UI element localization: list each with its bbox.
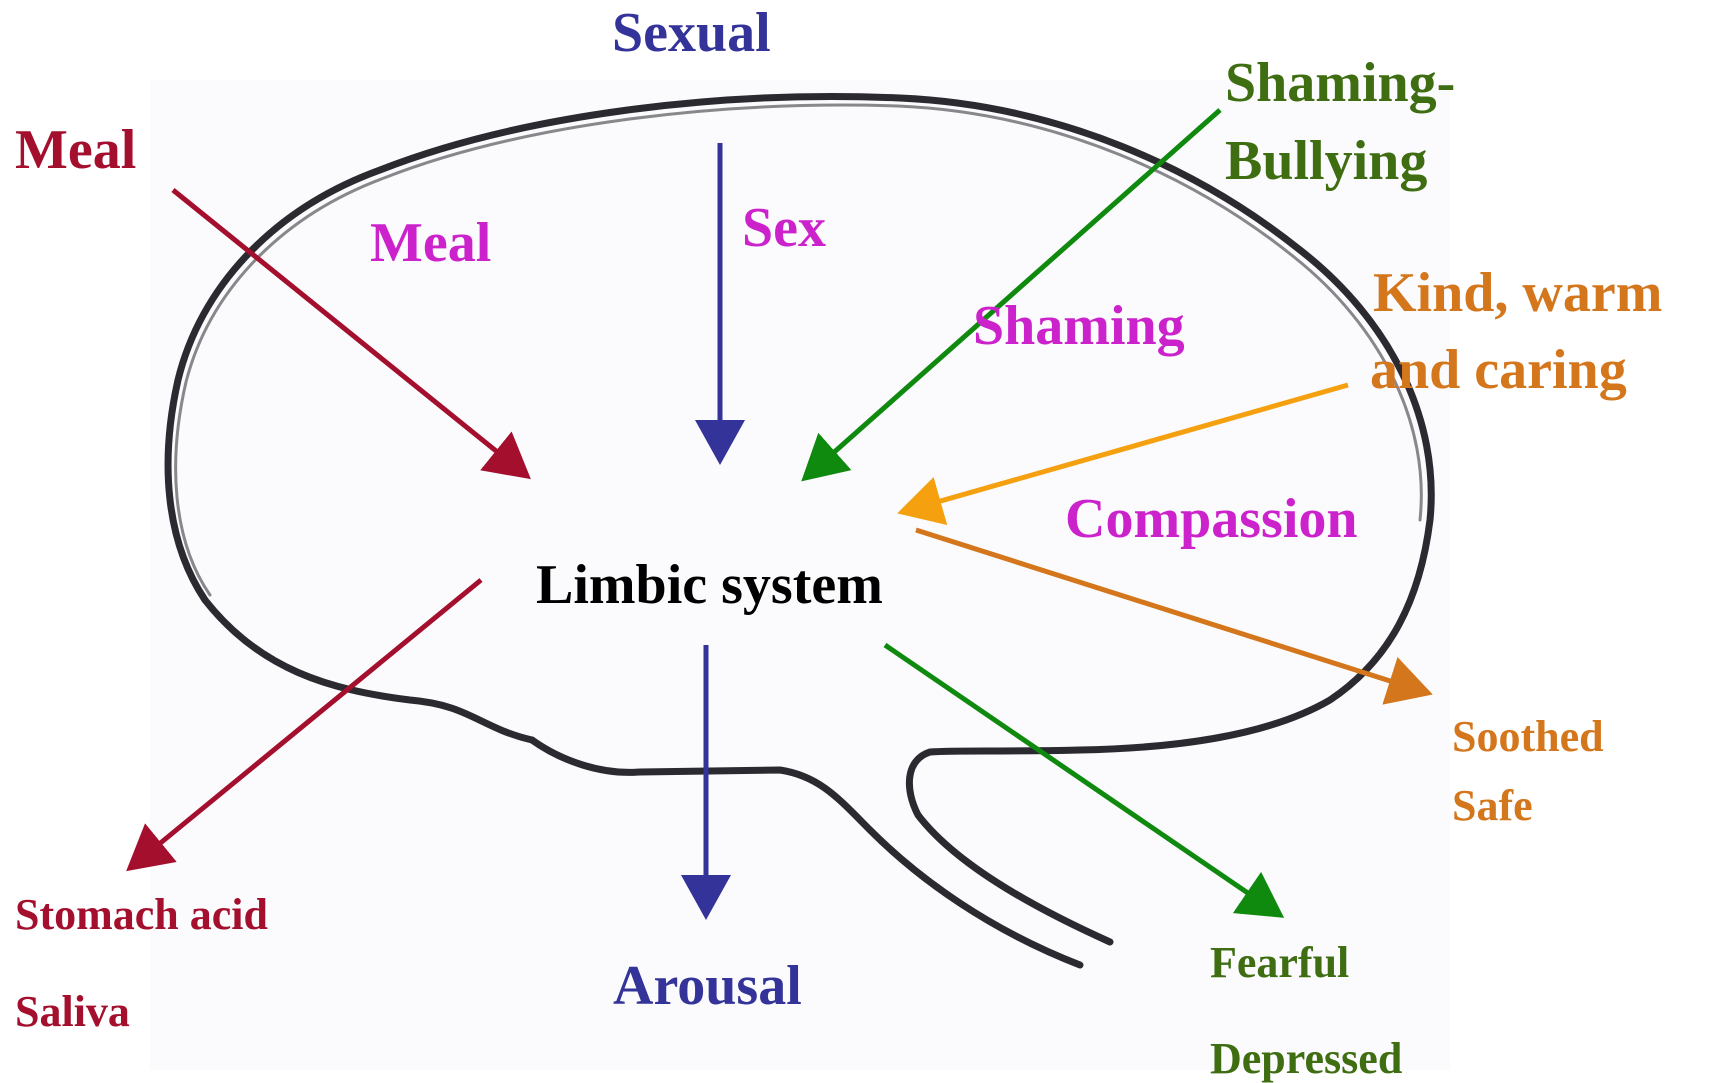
shaming-bullying-label-line1: Shaming- [1225,55,1455,111]
safe-label: Safe [1452,784,1533,828]
fearful-label: Fearful [1210,941,1349,985]
depressed-label: Depressed [1210,1037,1402,1081]
sexual-input-label: Sexual [612,5,771,61]
shaming-inner-label: Shaming [973,298,1185,354]
meal-input-label: Meal [15,122,136,178]
arousal-label: Arousal [613,958,802,1014]
compassion-inner-label: Compassion [1065,491,1358,547]
saliva-label: Saliva [15,990,130,1034]
kind-warm-label-line2: and caring [1370,342,1627,398]
stomach-acid-label: Stomach acid [15,893,268,937]
meal-inner-label: Meal [370,215,491,271]
shaming-bullying-label-line2: Bullying [1225,133,1427,189]
sex-inner-label: Sex [742,200,826,256]
limbic-system-label: Limbic system [536,557,883,613]
soothed-label: Soothed [1452,715,1604,759]
kind-warm-label-line1: Kind, warm [1373,265,1662,321]
